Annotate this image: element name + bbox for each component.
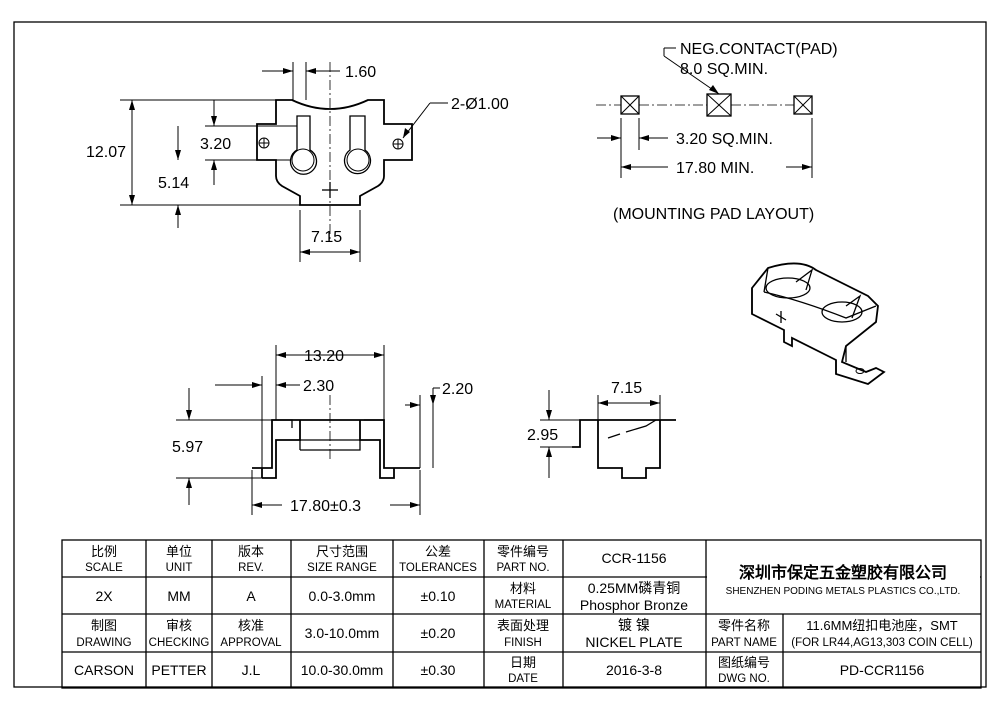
tb-scale-value: 2X: [95, 588, 113, 604]
tb-approval-label-en: APPROVAL: [220, 637, 282, 649]
tb-header-range-zh: 尺寸范围: [316, 544, 368, 559]
tb-finish-value-zh: 镀 镍: [618, 617, 650, 633]
dim-top-pin-width: 1.60: [345, 64, 376, 81]
dim-hole-callout: 2-Ø1.00: [451, 96, 509, 113]
dim-side-length: 17.80±0.3: [290, 498, 361, 515]
tb-material-label-zh: 材料: [510, 581, 536, 596]
dim-end-height: 2.95: [527, 427, 558, 444]
tb-header-scale-zh: 比例: [91, 544, 117, 559]
tb-finish-label-zh: 表面处理: [497, 618, 549, 633]
dim-overall-height: 12.07: [86, 144, 126, 161]
dim-side-height: 5.97: [172, 439, 203, 456]
tb-approval-value: J.L: [242, 662, 261, 678]
mounting-pad-layout: NEG.CONTACT(PAD) 8.0 SQ.MIN. 3.20 SQ.MIN…: [596, 41, 838, 223]
tb-header-range-en: SIZE RANGE: [307, 562, 377, 574]
tb-tol-1: ±0.10: [421, 588, 456, 604]
tb-header-partno-en: PART NO.: [496, 562, 549, 574]
tb-material-value-zh: 0.25MM磷青铜: [588, 580, 681, 596]
title-block: 比例 SCALE 单位 UNIT 版本 REV. 尺寸范围 SIZE RANGE…: [61, 539, 982, 689]
pad-callout-line1: NEG.CONTACT(PAD): [680, 41, 838, 58]
tb-range-1: 0.0-3.0mm: [309, 588, 376, 604]
tb-unit-value: MM: [167, 588, 190, 604]
tb-header-scale-en: SCALE: [85, 562, 123, 574]
tb-header-rev-en: REV.: [238, 562, 264, 574]
tb-drawing-label-en: DRAWING: [76, 637, 131, 649]
tb-part-name-value-1: 11.6MM纽扣电池座，SMT: [806, 618, 957, 633]
tb-part-name-value-2: (FOR LR44,AG13,303 COIN CELL): [791, 637, 973, 649]
tb-material-value-en: Phosphor Bronze: [580, 597, 688, 613]
tb-finish-label-en: FINISH: [504, 637, 542, 649]
tb-dwg-label-en: DWG NO.: [718, 673, 770, 685]
dim-end-width: 7.15: [611, 380, 642, 397]
tb-header-partno-zh: 零件编号: [497, 544, 549, 559]
tb-dwg-value: PD-CCR1156: [840, 662, 925, 678]
tb-finish-value-en: NICKEL PLATE: [585, 634, 682, 650]
tb-drawing-label-zh: 制图: [91, 618, 117, 633]
dim-side-width: 13.20: [304, 348, 344, 365]
tb-range-3: 10.0-30.0mm: [301, 662, 383, 678]
tb-part-name-label-zh: 零件名称: [718, 618, 770, 633]
tb-date-label-zh: 日期: [510, 655, 536, 670]
end-view: 7.15 2.95: [527, 380, 676, 479]
drawing-border: [13, 21, 987, 688]
tb-dwg-label-zh: 图纸编号: [718, 655, 770, 670]
tb-company-en: SHENZHEN PODING METALS PLASTICS CO.,LTD.: [726, 586, 961, 597]
tb-checking-label-en: CHECKING: [149, 637, 210, 649]
tb-header-unit-en: UNIT: [166, 562, 193, 574]
tb-checking-label-zh: 审核: [166, 618, 192, 633]
side-view: 13.20 2.30 2.20 5.97 17.80±0.3: [172, 345, 473, 515]
top-view: 1.60 2-Ø1.00 12.07 3.20 5.14 7.15: [86, 62, 509, 262]
pad-callout-line2: 8.0 SQ.MIN.: [680, 61, 768, 78]
tb-drawing-value: CARSON: [74, 662, 134, 678]
tb-range-2: 3.0-10.0mm: [305, 625, 380, 641]
tb-header-unit-zh: 单位: [166, 544, 192, 559]
pad-span: 17.80 MIN.: [676, 160, 754, 177]
tb-date-label-en: DATE: [508, 673, 538, 685]
tb-header-rev-zh: 版本: [238, 544, 264, 559]
dim-bottom-width: 7.15: [311, 229, 342, 246]
tb-approval-label-zh: 核准: [238, 618, 264, 633]
dim-side-tab: 2.20: [442, 381, 473, 398]
dim-contact-offset: 3.20: [200, 136, 231, 153]
dim-side-inner: 2.30: [303, 378, 334, 395]
tb-material-label-en: MATERIAL: [495, 599, 552, 611]
tb-part-no: CCR-1156: [601, 550, 666, 566]
tb-tol-2: ±0.20: [421, 625, 456, 641]
isometric-view: [751, 262, 886, 385]
dim-lower-height: 5.14: [158, 175, 189, 192]
tb-date-value: 2016-3-8: [606, 662, 662, 678]
tb-header-tol-en: TOLERANCES: [399, 562, 477, 574]
tb-rev-value: A: [246, 588, 256, 604]
tb-header-tol-zh: 公差: [425, 544, 451, 559]
tb-company-zh: 深圳市保定五金塑胶有限公司: [739, 563, 947, 582]
tb-tol-3: ±0.30: [421, 662, 456, 678]
pad-size: 3.20 SQ.MIN.: [676, 131, 773, 148]
pad-layout-title: (MOUNTING PAD LAYOUT): [613, 206, 814, 223]
tb-part-name-label-en: PART NAME: [711, 637, 777, 649]
tb-checking-value: PETTER: [151, 662, 206, 678]
